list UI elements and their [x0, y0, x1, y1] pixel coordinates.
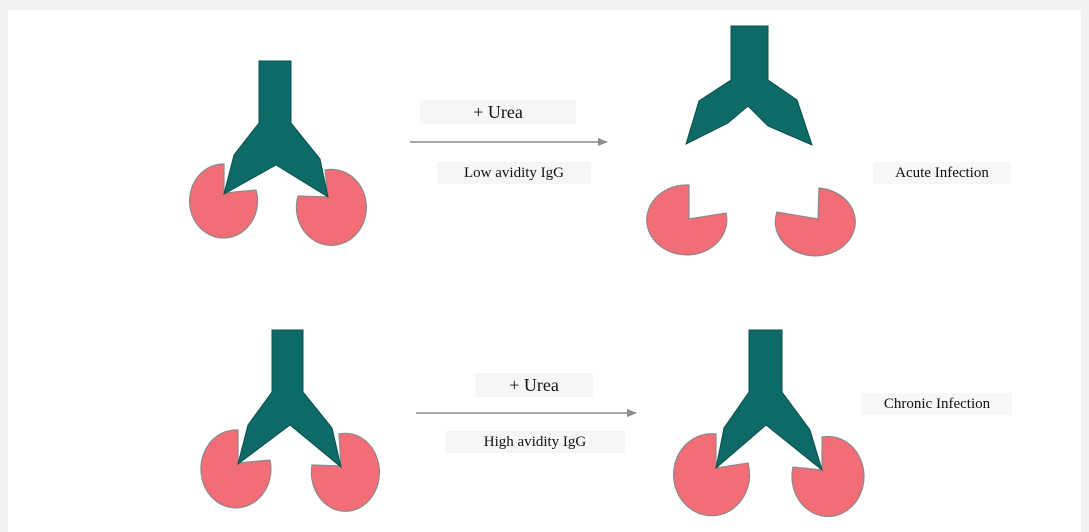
result-label-chronic: Chronic Infection: [862, 393, 1012, 415]
avidity-label-low: Low avidity IgG: [437, 162, 591, 184]
igg-antibody: [238, 330, 341, 467]
reagent-label-high: + Urea: [475, 373, 593, 397]
igg-antibody: [716, 330, 822, 470]
igg-antibody: [224, 61, 328, 197]
reagent-label-low: + Urea: [420, 100, 576, 124]
retained-complex: [674, 330, 864, 516]
dissociated-complex: [647, 26, 855, 256]
igg-antibody-free: [686, 26, 812, 145]
avidity-label-high: High avidity IgG: [445, 431, 625, 453]
antigen-free-right: [775, 188, 855, 256]
result-label-acute: Acute Infection: [873, 162, 1011, 184]
bound-complex-high: [201, 330, 379, 511]
bound-complex-low: [190, 61, 367, 245]
antigen-free-left: [647, 185, 727, 255]
